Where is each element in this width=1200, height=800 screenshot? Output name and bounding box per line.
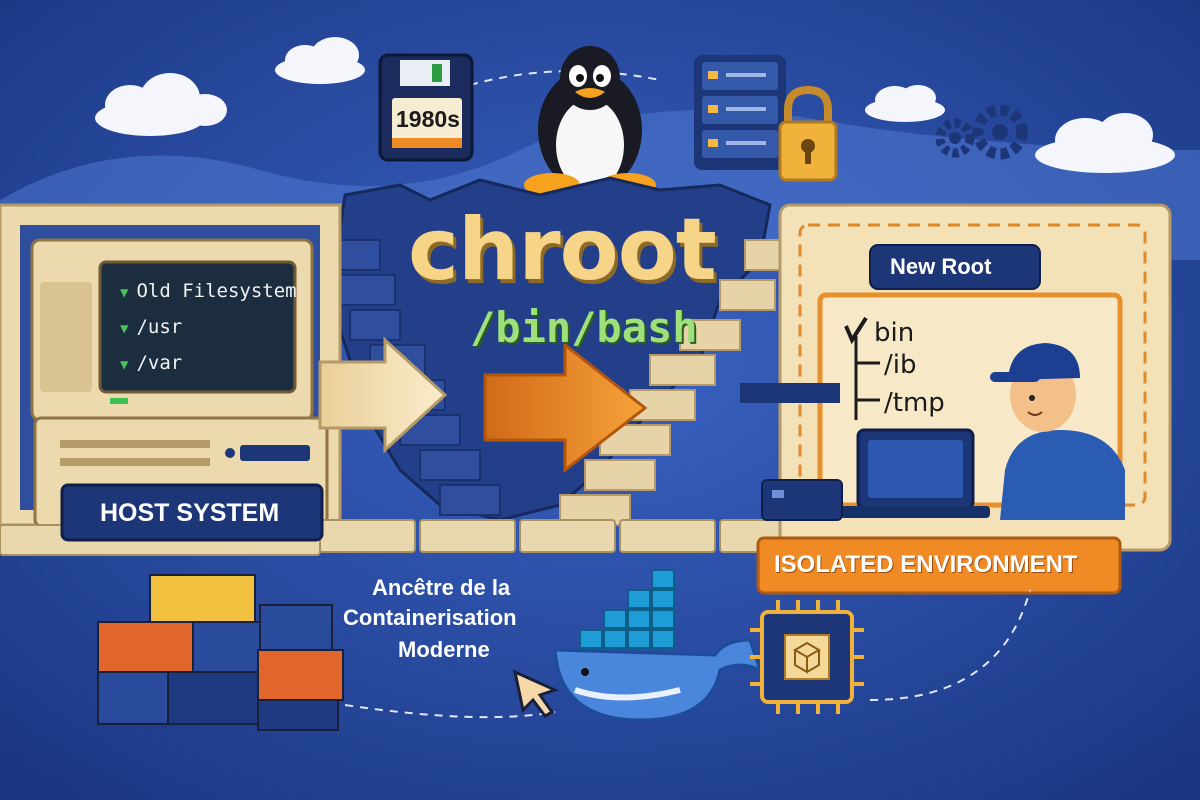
dashed-arc-bottom [344,704,556,719]
new-root-plate [869,244,1041,290]
terminal-line-2: ▼/usr [120,316,183,338]
dashed-arc-right [869,589,1031,701]
tree-item-tmp: /tmp [884,388,945,418]
isolated-label-plate [756,536,1122,595]
tree-item-bin: bin [874,318,915,348]
host-system-label: HOST SYSTEM [100,499,280,527]
worker-character [990,343,1125,520]
cursor-arrow-icon [512,669,560,718]
tree-lines [854,336,880,420]
caption-line-3: Moderne [398,637,490,662]
caption-line-1: Ancêtre de la [372,575,511,600]
connector-arrow [740,383,840,403]
padlock-icon [778,85,838,182]
new-root-label: New Root [890,254,992,279]
tree-arrow-icon: ▼ [120,321,129,337]
tree-item-lib: /ib [884,350,917,380]
checkmark-icon [844,316,868,345]
cloud-right [1035,113,1175,173]
network-box-icon [761,479,843,521]
chroot-title: chroot [408,200,717,300]
command-text: /bin/bash [470,303,698,352]
cloud-far-right [865,85,945,122]
terminal-line-1: ▼Old Filesystem [120,280,297,302]
terminal-line-3: ▼/var [120,352,183,374]
cpu-chip-icon [750,600,864,714]
caption-line-2: Containerisation [343,605,517,630]
tree-arrow-icon: ▼ [120,357,129,373]
host-arrow [318,336,448,454]
laptop-icon [840,428,990,518]
floppy-disk-icon [378,53,474,162]
floppy-label: 1980s [396,106,460,132]
gears-icon [935,104,1028,160]
container-stack-icon [97,574,344,731]
server-rack-icon [694,55,786,170]
host-label-plate [60,483,324,542]
docker-whale-icon [553,569,763,722]
cloud-upper-left [275,37,365,84]
cloud-left [95,73,227,136]
tree-arrow-icon: ▼ [120,285,129,301]
chroot-arrow [483,341,648,474]
isolated-environment-label: ISOLATED ENVIRONMENT [774,551,1078,578]
